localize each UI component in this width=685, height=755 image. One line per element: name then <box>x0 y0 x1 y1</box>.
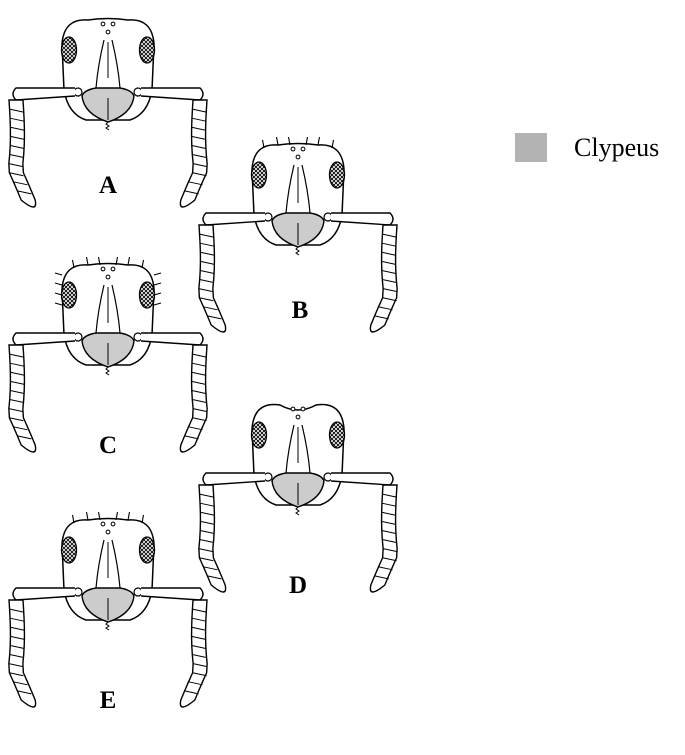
hair <box>154 283 161 285</box>
compound-eye <box>62 37 77 63</box>
antenna-funiculus <box>9 100 36 207</box>
hair <box>55 303 62 305</box>
antennal-socket <box>134 88 142 96</box>
ocellus <box>111 522 115 526</box>
hair <box>154 303 161 305</box>
hair <box>128 512 130 520</box>
antenna-funiculus <box>370 225 397 332</box>
antennal-socket <box>134 588 142 596</box>
antennal-socket <box>264 213 272 221</box>
compound-eye <box>140 37 155 63</box>
compound-eye <box>62 537 77 563</box>
ocellus <box>106 530 110 534</box>
compound-eye <box>62 282 77 308</box>
ocellus <box>111 22 115 26</box>
legend-swatch <box>515 133 547 162</box>
ant-head-d <box>199 405 397 593</box>
antennal-socket <box>324 473 332 481</box>
ocellus <box>106 30 110 34</box>
ant-head-c <box>9 257 207 452</box>
hair <box>87 512 89 520</box>
antenna-funiculus <box>9 345 36 452</box>
ocellus <box>301 147 305 151</box>
antenna-funiculus <box>180 600 207 707</box>
antennal-socket <box>74 588 82 596</box>
hair <box>55 273 62 275</box>
ant-head-e <box>9 512 207 707</box>
ocellus <box>301 407 305 411</box>
ocellus <box>101 267 105 271</box>
compound-eye <box>252 422 267 448</box>
antenna-funiculus <box>370 485 397 592</box>
compound-eye <box>330 162 345 188</box>
mandible-teeth <box>106 367 109 375</box>
compound-eye <box>140 537 155 563</box>
ocellus <box>296 155 300 159</box>
ocellus <box>101 522 105 526</box>
ocellus <box>291 147 295 151</box>
head-label: D <box>289 572 307 599</box>
antennal-socket <box>134 333 142 341</box>
mandible-teeth <box>296 247 299 255</box>
antennal-socket <box>74 333 82 341</box>
hair <box>87 257 89 265</box>
antenna-funiculus <box>199 485 226 592</box>
hair <box>55 283 62 285</box>
antenna-funiculus <box>9 600 36 707</box>
ocellus <box>111 267 115 271</box>
head-label: B <box>292 297 309 324</box>
antennal-socket <box>324 213 332 221</box>
antenna-funiculus <box>180 345 207 452</box>
mandible-teeth <box>106 122 109 130</box>
head-label: A <box>99 172 117 199</box>
head-label: E <box>100 687 117 714</box>
compound-eye <box>330 422 345 448</box>
legend-label: Clypeus <box>574 133 659 162</box>
hair <box>128 257 130 265</box>
hair <box>277 137 279 145</box>
head-label: C <box>99 432 117 459</box>
mandible-teeth <box>106 622 109 630</box>
ocellus <box>296 415 300 419</box>
compound-eye <box>140 282 155 308</box>
legend: Clypeus <box>515 133 659 162</box>
compound-eye <box>252 162 267 188</box>
antennal-socket <box>74 88 82 96</box>
mandible-teeth <box>296 507 299 515</box>
ocellus <box>106 275 110 279</box>
hair <box>154 273 161 275</box>
antenna-funiculus <box>180 100 207 207</box>
antennal-socket <box>264 473 272 481</box>
hair <box>318 137 320 145</box>
antenna-funiculus <box>199 225 226 332</box>
ocellus <box>101 22 105 26</box>
ocellus <box>291 407 295 411</box>
